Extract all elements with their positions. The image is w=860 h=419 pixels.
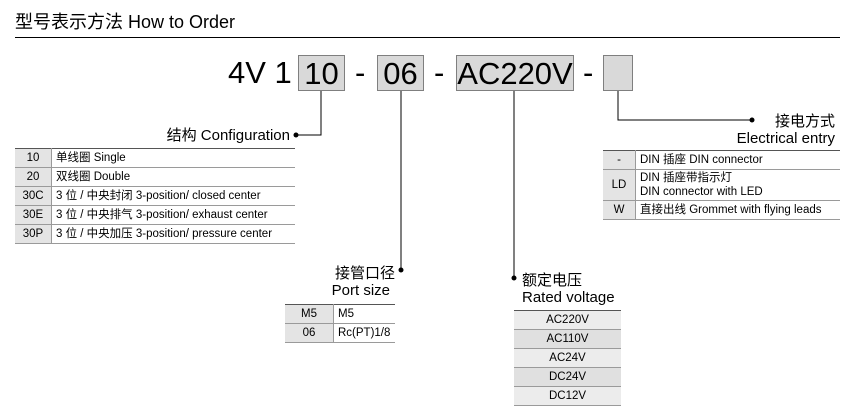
model-dash-1: - [355, 55, 366, 90]
table-cell-voltage: AC110V [514, 329, 621, 349]
electrical-entry-label-cn: 接电方式 [774, 113, 835, 130]
table-cell-code: 20 [15, 167, 52, 187]
page-title: 型号表示方法 How to Order [15, 12, 236, 32]
table-cell-code: 06 [285, 323, 334, 343]
table-cell-code: 10 [15, 148, 52, 168]
table-row: LD DIN 插座带指示灯 DIN connector with LED [603, 169, 840, 201]
configuration-label-en: Configuration [200, 127, 290, 144]
model-dash-3: - [583, 55, 594, 90]
voltage-dot [511, 275, 517, 281]
configuration-code-box: 10 [298, 55, 345, 91]
table-cell-desc: 3 位 / 中央排气 3-position/ exhaust center [51, 205, 295, 225]
table-row: AC220V [514, 310, 621, 330]
table-cell-desc-line: DIN 插座带指示灯 [640, 172, 732, 184]
table-cell-code: 30E [15, 205, 52, 225]
table-cell-code: W [603, 200, 636, 220]
title-divider [15, 37, 840, 38]
table-row: DC24V [514, 367, 621, 387]
model-prefix: 4V 1 [228, 55, 292, 90]
table-cell-desc: DIN 插座带指示灯 DIN connector with LED [635, 169, 840, 201]
table-cell-desc: DIN 插座 DIN connector [635, 150, 840, 170]
electrical-entry-label-en: Electrical entry [736, 130, 835, 147]
port-size-dot [398, 267, 404, 273]
configuration-label: 结构 Configuration [130, 127, 290, 144]
port-size-label-en: Port size [331, 282, 390, 299]
table-cell-voltage: DC12V [514, 386, 621, 406]
table-cell-desc: 3 位 / 中央加压 3-position/ pressure center [51, 224, 295, 244]
table-cell-voltage: DC24V [514, 367, 621, 387]
table-cell-code: 30C [15, 186, 52, 206]
voltage-label-cn: 额定电压 [522, 272, 583, 289]
electrical-entry-leader-line [617, 91, 752, 121]
table-cell-desc: 3 位 / 中央封闭 3-position/ closed center [51, 186, 295, 206]
voltage-code-box: AC220V [456, 55, 574, 91]
configuration-leader-line [296, 91, 322, 136]
table-cell-desc: 直接出线 Grommet with flying leads [635, 200, 840, 220]
table-cell-desc-line: DIN connector with LED [640, 186, 763, 198]
table-cell-desc: Rc(PT)1/8 [333, 323, 395, 343]
table-cell-code: 30P [15, 224, 52, 244]
port-size-code-box: 06 [377, 55, 424, 91]
electrical-entry-dot [749, 117, 755, 123]
table-cell-code: M5 [285, 304, 334, 324]
table-row: -DIN 插座 DIN connector [603, 150, 840, 170]
configuration-dot [293, 132, 299, 138]
table-row: DC12V [514, 386, 621, 406]
table-cell-desc: 双线圈 Double [51, 167, 295, 187]
table-cell-code: LD [603, 169, 636, 201]
table-cell-desc: M5 [333, 304, 395, 324]
table-cell-desc: 单线圈 Single [51, 148, 295, 168]
configuration-label-cn: 结构 [166, 127, 197, 144]
table-row: AC110V [514, 329, 621, 349]
table-cell-code: - [603, 150, 636, 170]
port-size-label-cn: 接管口径 [334, 265, 395, 282]
table-row: AC24V [514, 348, 621, 368]
model-dash-2: - [434, 55, 445, 90]
electrical-entry-table: -DIN 插座 DIN connector LD DIN 插座带指示灯 DIN co… [603, 150, 840, 220]
table-cell-voltage: AC24V [514, 348, 621, 368]
voltage-table: AC220V AC110V AC24V DC24V DC12V [514, 310, 621, 406]
voltage-label-en: Rated voltage [522, 289, 615, 306]
table-cell-voltage: AC220V [514, 310, 621, 330]
electrical-entry-code-box [603, 55, 633, 91]
